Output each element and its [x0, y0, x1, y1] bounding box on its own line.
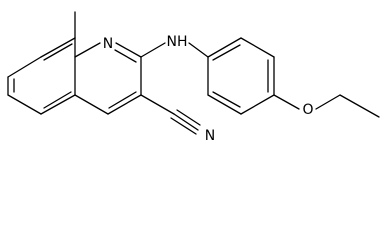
bond-phenyl-5	[207, 94, 242, 115]
bond-triple-1	[173, 113, 199, 131]
bond-c4-c4a	[74, 94, 109, 115]
chemical-structure: N NH N O	[7, 11, 380, 144]
bond-benzo-1-inner	[43, 43, 73, 61]
bond-benzo-5	[40, 94, 76, 115]
bond-phenyl-1	[207, 37, 242, 58]
bond-n1-c2-inner	[114, 49, 137, 63]
amine-nh-label: NH	[167, 34, 188, 50]
bond-ch2-ch3	[339, 94, 380, 118]
bond-phenyl-5-inner	[212, 91, 241, 108]
bond-phenyl-4	[240, 94, 275, 115]
bond-aryl-o	[273, 94, 300, 110]
bond-nh-aryl	[188, 42, 209, 58]
bond-o-ch2	[315, 94, 341, 110]
ring-nitrogen-label: N	[103, 36, 113, 52]
bond-benzo-5-inner	[43, 91, 72, 109]
bond-triple-2	[176, 109, 201, 126]
bond-lines	[7, 11, 380, 135]
bond-c3-c4-inner	[108, 91, 137, 109]
ether-oxygen-label: O	[302, 102, 313, 118]
bond-phenyl-1-inner	[212, 44, 241, 61]
bond-triple-3	[170, 117, 197, 135]
bond-phenyl-2	[240, 37, 275, 58]
bond-benzo-2	[7, 56, 42, 78]
bond-c8a-n1	[74, 42, 101, 58]
bond-c2-nh	[140, 42, 166, 58]
bond-benzo-4	[7, 94, 42, 115]
bond-benzo-1	[40, 37, 76, 58]
bond-n1-c2	[115, 42, 142, 58]
nitrile-nitrogen-label: N	[205, 128, 215, 144]
bond-c3-cn	[140, 94, 175, 115]
bond-c3-c4	[107, 94, 142, 115]
